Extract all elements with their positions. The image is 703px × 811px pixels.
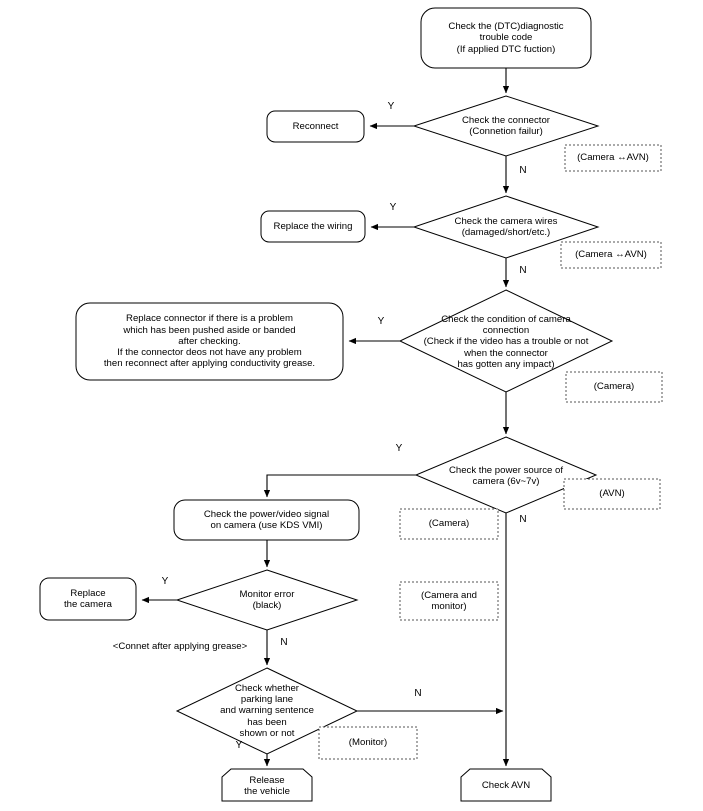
dashed-box-scope-wires [560, 241, 662, 269]
edge-label-parking-no: N [414, 688, 422, 699]
dashed-label-scope-monitor: (Camera and monitor) [421, 589, 477, 613]
dashed-box-scope-monitor [399, 581, 499, 621]
dashed-label-scope-connector: (Camera ↔AVN) [577, 152, 649, 164]
edge-label-condition-yes: Y [377, 316, 385, 327]
node-monitor-error-shape [175, 569, 359, 631]
edge-label-connector-yes: Y [387, 101, 395, 112]
edge-label-monitor-no: N [280, 637, 288, 648]
edge-label-parking-yes: Y [235, 740, 243, 751]
node-release-vehicle-shape [221, 768, 313, 802]
node-reconnect-shape [266, 110, 365, 143]
edge-label-connector-no: N [519, 165, 527, 176]
edge-label-monitor-yes: Y [161, 576, 169, 587]
edge-label-wires-yes: Y [389, 202, 397, 213]
dashed-label-scope-wires: (Camera ↔AVN) [575, 249, 647, 261]
dashed-box-scope-power [563, 478, 661, 510]
dashed-box-scope-kds [399, 508, 499, 540]
node-kds-vmi-shape [173, 499, 360, 541]
dashed-box-scope-connector [564, 144, 662, 172]
node-replace-camera-shape [39, 577, 137, 621]
node-start-dtc-shape [420, 7, 592, 69]
dashed-box-scope-condition [565, 371, 663, 403]
dashed-label-scope-power: (AVN) [599, 488, 625, 500]
edge-label-power-yes: Y [395, 443, 403, 454]
dashed-label-scope-condition: (Camera) [593, 381, 635, 393]
node-replace-connector-shape [75, 302, 344, 381]
edge-power-yes-kds [263, 474, 416, 498]
dashed-label-scope-kds: (Camera) [428, 518, 470, 530]
node-replace-wiring-shape [260, 210, 366, 243]
node-check-avn-shape [460, 768, 552, 802]
edge-label-power-no: N [519, 514, 527, 525]
dashed-box-scope-parking [318, 726, 418, 760]
note-connect-after-grease: <Connet after applying grease> [112, 641, 248, 652]
dashed-label-scope-parking: (Monitor) [348, 737, 388, 749]
edge-label-wires-no: N [519, 265, 527, 276]
